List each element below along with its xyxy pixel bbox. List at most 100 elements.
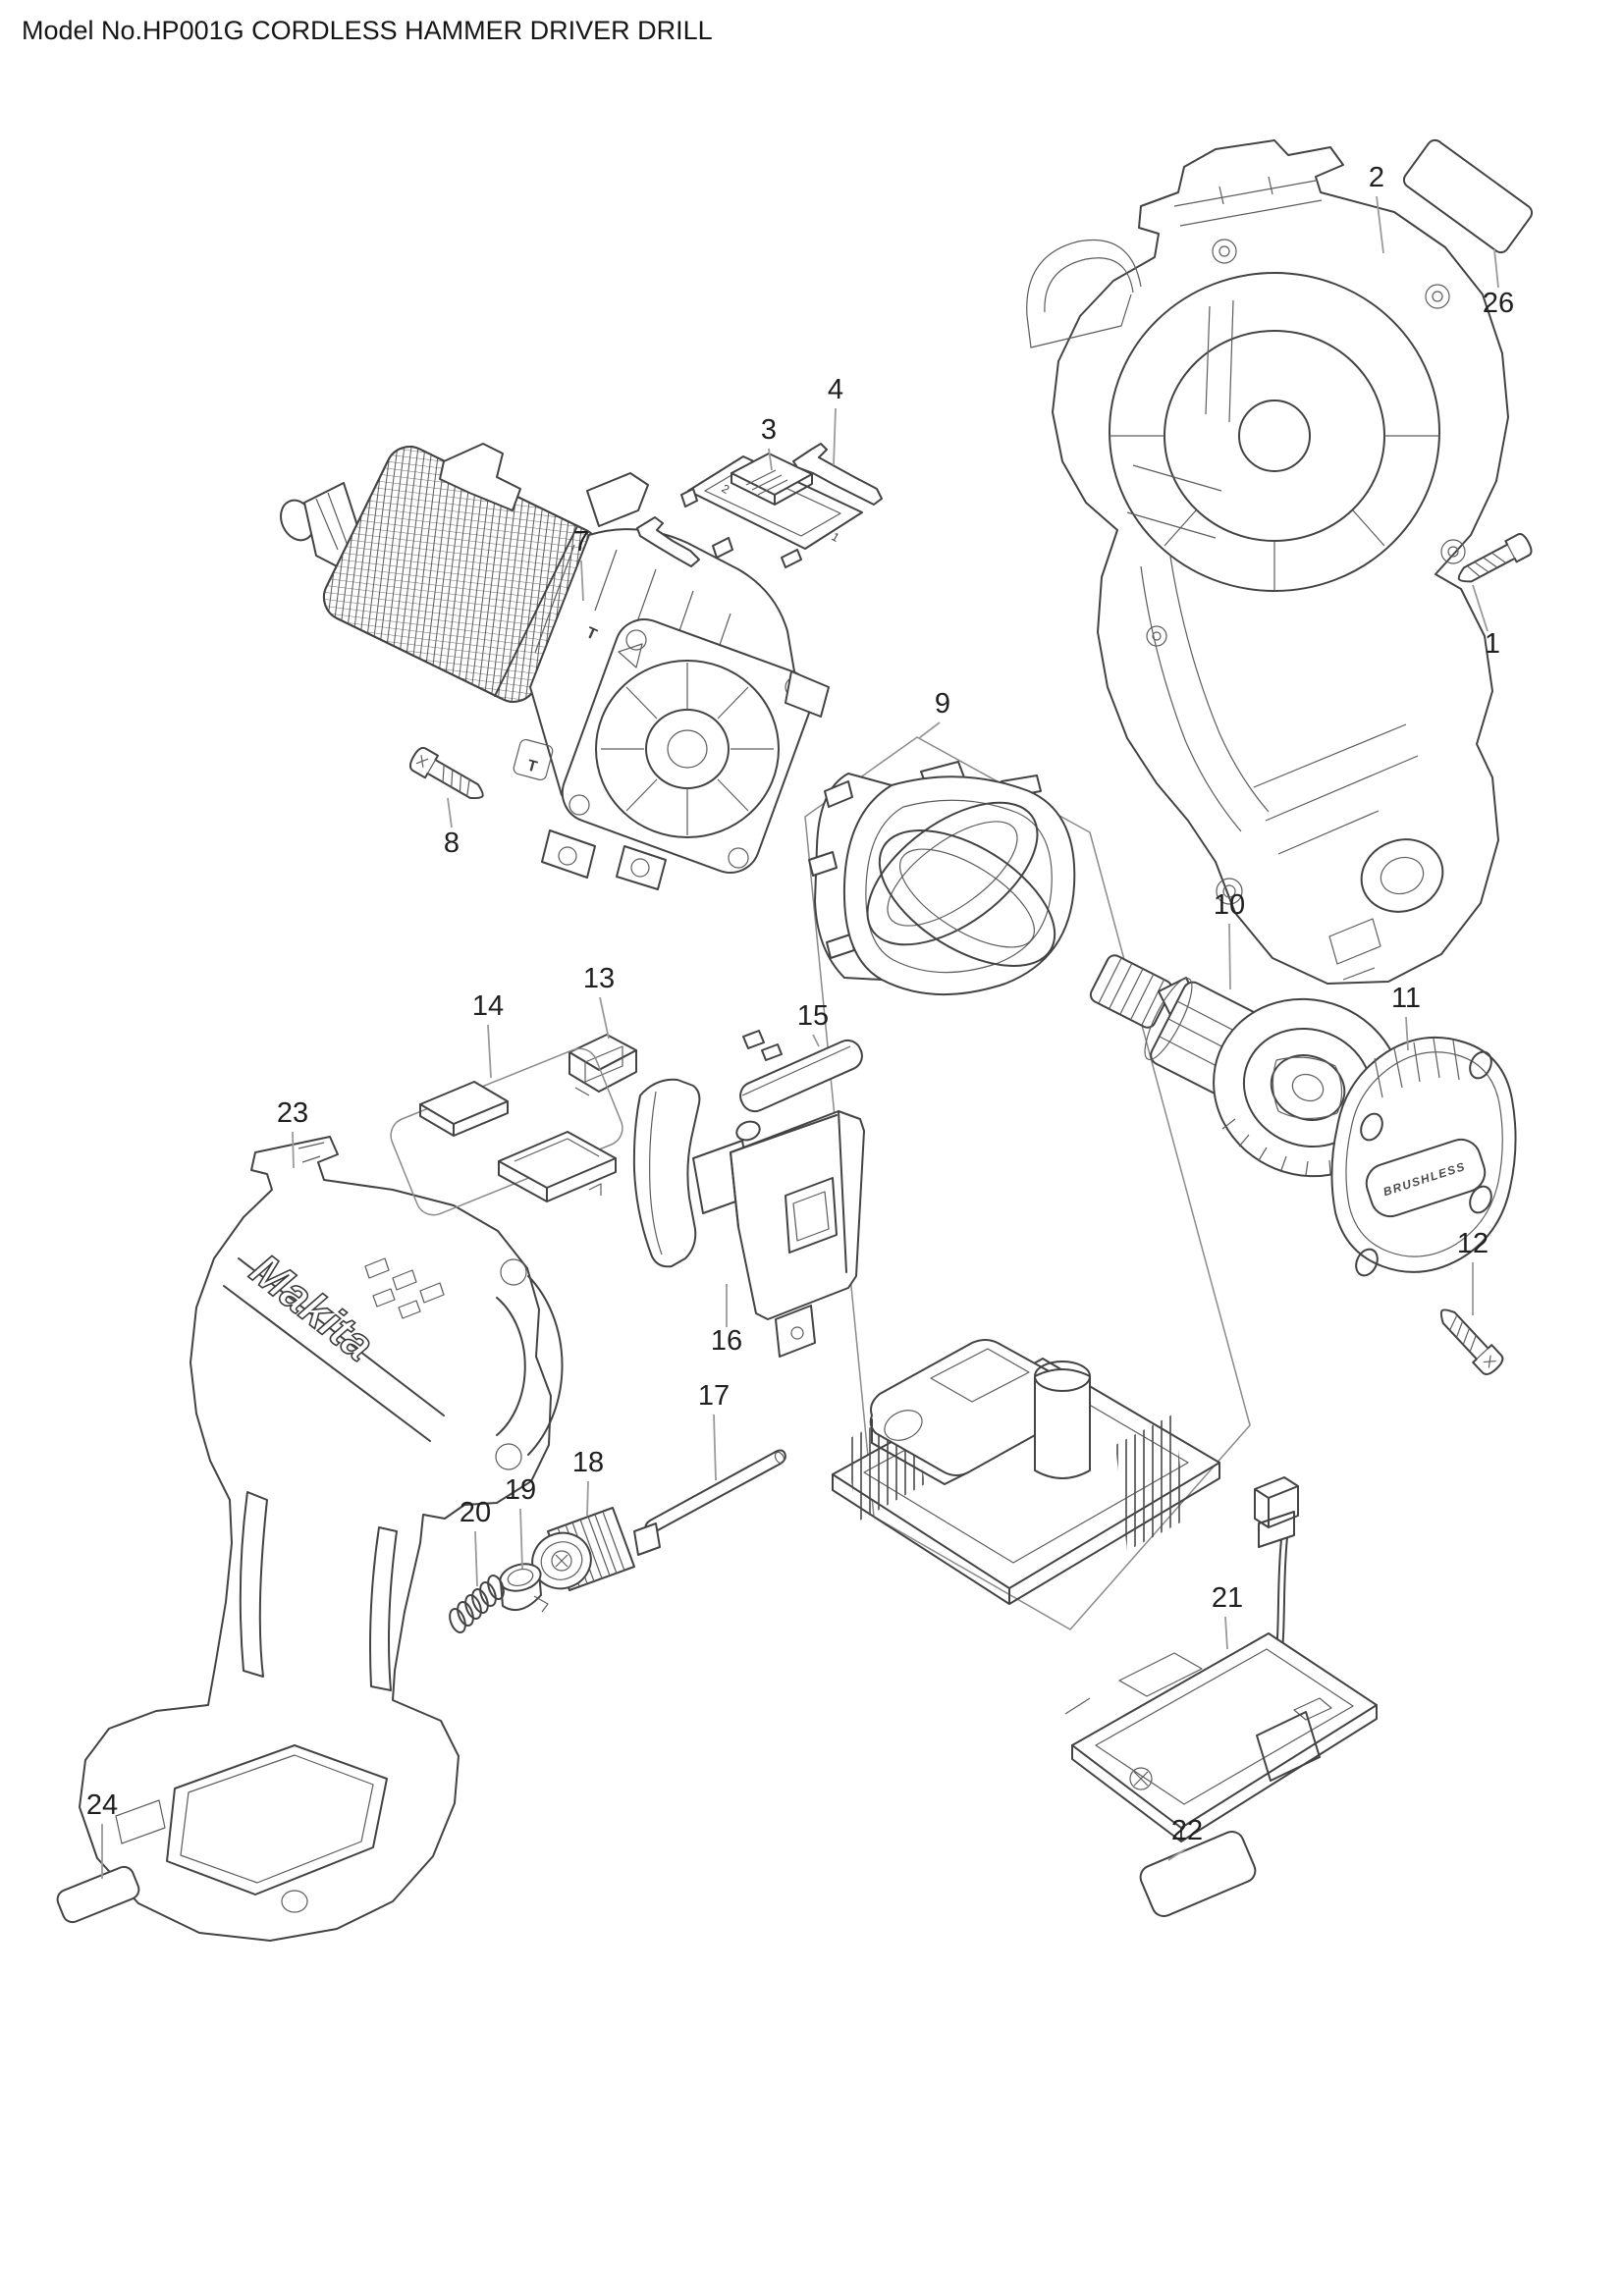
selector-rocker-ridges: [745, 469, 788, 496]
leader-4: [833, 407, 837, 466]
callout-14: 14: [472, 990, 504, 1022]
foot-button: [281, 1890, 308, 1913]
selector-tabs: [680, 488, 802, 568]
callout-15: 15: [797, 1000, 829, 1032]
part-2-housing-right: [1026, 139, 1509, 985]
part-13-cap: [568, 1034, 637, 1096]
part-24-label: [56, 1865, 140, 1924]
callout-19: 19: [505, 1474, 536, 1506]
bar-body: [739, 1039, 863, 1113]
leader-2: [1376, 195, 1384, 254]
callout-23: 23: [277, 1097, 308, 1129]
terminal-screw-cross: [1133, 1771, 1149, 1787]
part-16-switch: [632, 1078, 865, 1358]
fan-blades: [1272, 1056, 1343, 1120]
leader-18: [586, 1480, 589, 1517]
fan-hub: [1291, 1073, 1325, 1102]
part-22-label: [1139, 1831, 1257, 1917]
callout-13: 13: [583, 963, 615, 994]
bar-tabs: [742, 1030, 783, 1061]
part-15-bar: [739, 1030, 863, 1113]
leader-20: [474, 1530, 478, 1587]
stator-face: [842, 775, 1076, 995]
cover-inner: [1345, 1051, 1503, 1257]
cover-ribs: [1374, 1038, 1460, 1098]
screw-1-body: [1457, 533, 1533, 583]
part-12-screw: [1439, 1308, 1504, 1375]
knob-stub: [633, 1522, 661, 1556]
knob-face-inner: [540, 1541, 583, 1580]
winding-loop-b-inner: [898, 848, 1036, 948]
terminal-plate-inset: [1095, 1648, 1354, 1805]
terminal-plate: [1071, 1632, 1378, 1829]
leader-9: [918, 721, 941, 739]
terminal-plate-depth: [1071, 1704, 1378, 1842]
knob-cross: [555, 1554, 568, 1568]
knob-center: [551, 1550, 572, 1572]
terminal-connector: [1256, 1711, 1321, 1782]
controller-fins-right: [1115, 1414, 1186, 1551]
wire-clip-a: [792, 443, 883, 506]
bushing-bore: [507, 1568, 534, 1587]
callout-10: 10: [1214, 889, 1245, 921]
foot-window: [166, 1744, 388, 1896]
grip-inserts: [239, 1491, 398, 1691]
callout-22: 22: [1171, 1815, 1203, 1846]
switch-tab: [775, 1305, 816, 1358]
gear-housing-ribs: [534, 544, 731, 671]
callout-labels: 1 2 3 4 7 8 9 10 11 12 13 14 15 16 17 18…: [86, 162, 1514, 1846]
part-18-change-knob: [531, 1507, 661, 1591]
screw-bosses: [1146, 239, 1466, 905]
chuck-barrel-band: [494, 525, 578, 697]
leader-14: [487, 1024, 492, 1079]
switch-tab-hole: [790, 1326, 804, 1340]
leader-22: [1167, 1848, 1186, 1861]
torque-mark-lower: T: [525, 757, 539, 775]
callout-17: 17: [698, 1380, 730, 1412]
bearing-pocket: [1238, 400, 1311, 472]
pad-2-detail: [514, 1138, 602, 1196]
winding-loop-a-inner: [887, 821, 1018, 927]
cover-bolt-holes: [1355, 1050, 1492, 1277]
part-9-stator: [808, 761, 1076, 995]
trigger-inner-line: [649, 1091, 663, 1255]
part-20-spring: [449, 1575, 505, 1633]
callout-11: 11: [1391, 983, 1421, 1014]
leader-7: [580, 560, 584, 602]
selector-rocker-depth: [731, 472, 813, 506]
screw-1-threads: [1467, 544, 1516, 578]
part-26-label-plate: [1402, 138, 1534, 254]
capacitor-top: [1034, 1361, 1091, 1392]
screw-12-threads: [1449, 1315, 1496, 1368]
leader-17: [713, 1414, 717, 1481]
leader-10: [1228, 923, 1231, 990]
leader-21: [1224, 1616, 1228, 1650]
callout-1: 1: [1485, 628, 1500, 660]
pad-2-depth: [498, 1157, 617, 1202]
terminal-screw: [1129, 1767, 1153, 1790]
gear-tabs: [439, 443, 830, 890]
winding-loop-b: [878, 829, 1056, 967]
housing-vents: [364, 1257, 445, 1319]
part-1-screw: [1457, 533, 1533, 583]
leader-19: [519, 1508, 523, 1570]
leader-3: [768, 448, 773, 471]
callout-16: 16: [711, 1325, 742, 1357]
switch-button: [735, 1120, 761, 1142]
cap-opening: [574, 1045, 623, 1096]
label-plate-26: [1402, 138, 1534, 254]
rotor-spline-ridges: [1098, 957, 1165, 1026]
label-24: [56, 1865, 140, 1924]
trigger-blade: [632, 1078, 701, 1268]
capacitor-body: [1034, 1368, 1091, 1479]
bar-line: [741, 1045, 851, 1096]
brushless-badge: [1365, 1138, 1487, 1218]
housing-left-outline: [79, 1136, 552, 1942]
mount-spokes: [601, 663, 774, 835]
part-4-wire-clips: [636, 443, 883, 567]
switch-window: [785, 1177, 838, 1254]
fan-rim-teeth: [1221, 1118, 1331, 1176]
housing-right-outline: [1052, 139, 1509, 985]
